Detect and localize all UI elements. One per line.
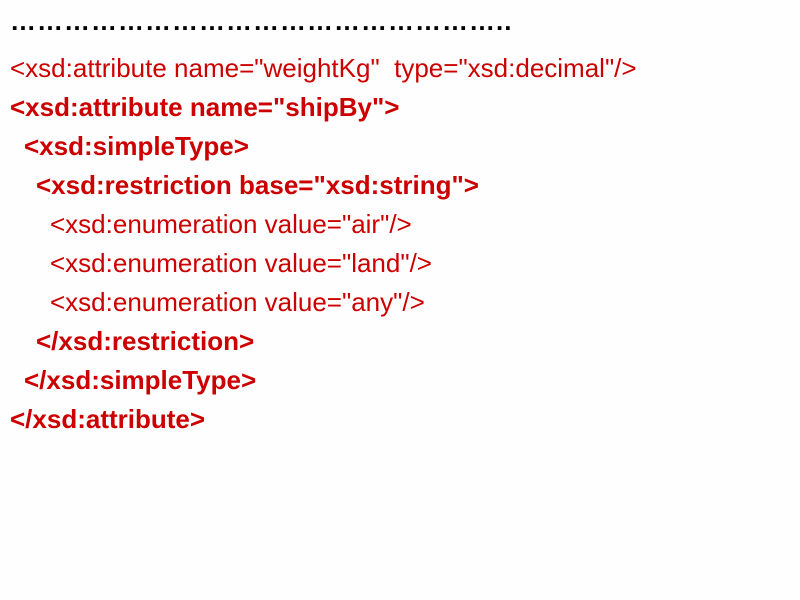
- code-line-shipby-open: <xsd:attribute name="shipBy">: [10, 92, 400, 122]
- code-line-enumeration-air: <xsd:enumeration value="air"/>: [50, 209, 412, 239]
- code-line-simpletype-close: </xsd:simpleType>: [24, 365, 257, 395]
- code-line-restriction-open: <xsd:restriction base="xsd:string">: [36, 170, 479, 200]
- code-line-simpletype-open: <xsd:simpleType>: [24, 131, 249, 161]
- code-line-enumeration-land: <xsd:enumeration value="land"/>: [50, 248, 432, 278]
- code-line-enumeration-any: <xsd:enumeration value="any"/>: [50, 287, 425, 317]
- code-line-restriction-close: </xsd:restriction>: [36, 326, 255, 356]
- code-line-shipby-close: </xsd:attribute>: [10, 404, 206, 434]
- ellipsis-dots: ………………………………………………..: [10, 6, 513, 36]
- code-line-weightkg-attribute: <xsd:attribute name="weightKg" type="xsd…: [10, 53, 637, 83]
